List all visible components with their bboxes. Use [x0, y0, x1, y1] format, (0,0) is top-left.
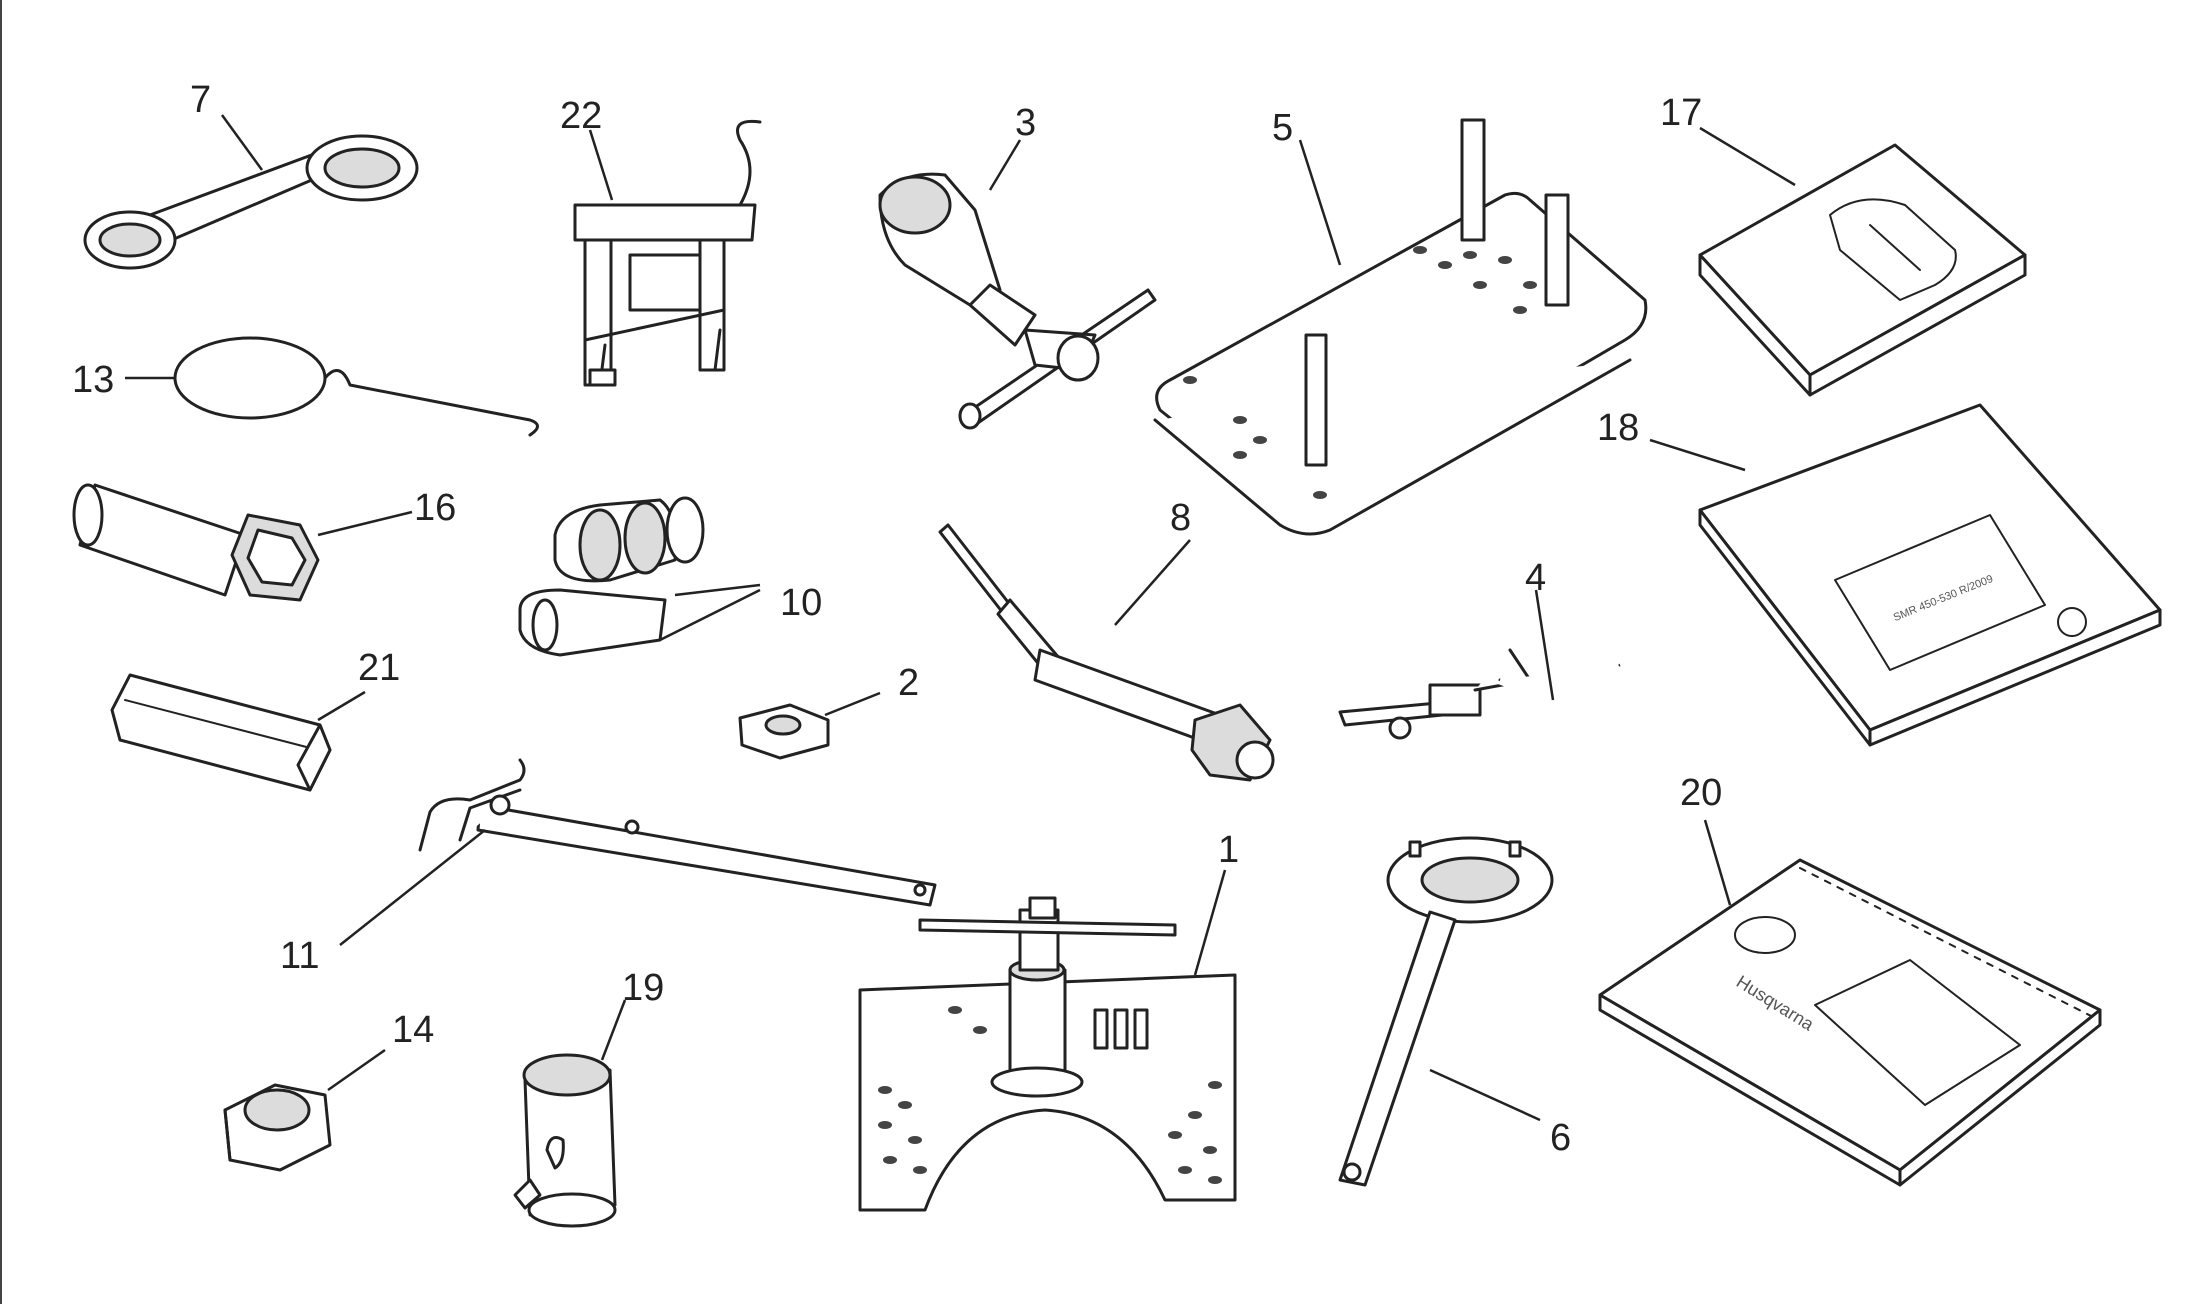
part-11-holding-tool	[418, 758, 937, 907]
part-2-nut	[738, 703, 830, 760]
callout-16: 16	[414, 487, 456, 529]
callout-21: 21	[358, 647, 400, 689]
callout-4: 4	[1525, 557, 1546, 599]
part-16-box-socket	[72, 483, 320, 602]
callout-13: 13	[72, 359, 114, 401]
callout-7: 7	[190, 79, 211, 121]
plate-1-holes	[878, 1006, 1222, 1184]
part-3-puller	[878, 172, 1157, 430]
part-21-hex-bar	[110, 673, 332, 792]
callout-6: 6	[1550, 1117, 1571, 1159]
part-10-clamp-collar	[518, 496, 705, 657]
callout-2: 2	[898, 662, 919, 704]
part-18-workshop-manual: SMR 450-530 R/2009	[1698, 403, 2162, 747]
callout-18: 18	[1597, 407, 1639, 449]
part-4-compressor	[1338, 648, 1687, 740]
part-13-wire-loop	[173, 336, 539, 437]
part-14-hex-socket	[223, 1083, 332, 1172]
callout-20: 20	[1680, 772, 1722, 814]
part-5-pin-plate	[1153, 118, 1648, 536]
callout-3: 3	[1015, 102, 1036, 144]
part-19-sleeve	[513, 1053, 617, 1228]
callout-14: 14	[392, 1009, 434, 1051]
callout-19: 19	[622, 967, 664, 1009]
part-17-booklet	[1698, 143, 2027, 397]
part-1-press-plate	[858, 896, 1237, 1212]
part-8-pusher	[938, 523, 1275, 782]
part-7-ring-spanner	[83, 134, 419, 270]
part-6-pin-spanner	[1338, 836, 1554, 1187]
part-22-bike-stand	[573, 119, 762, 387]
callout-8: 8	[1170, 497, 1191, 539]
plate-5-holes	[1183, 246, 1537, 499]
callout-10: 10	[780, 582, 822, 624]
part-20-spiral-booklet: Husqvarna	[1598, 858, 2102, 1187]
callout-1: 1	[1218, 829, 1239, 871]
callout-17: 17	[1660, 92, 1702, 134]
callout-labels: 7 22 3 5 17 13 18 16 8 4 10 21 2 20 1 11…	[72, 79, 1722, 1159]
callout-5: 5	[1272, 107, 1293, 149]
callout-11: 11	[280, 935, 319, 977]
callout-22: 22	[560, 95, 602, 137]
